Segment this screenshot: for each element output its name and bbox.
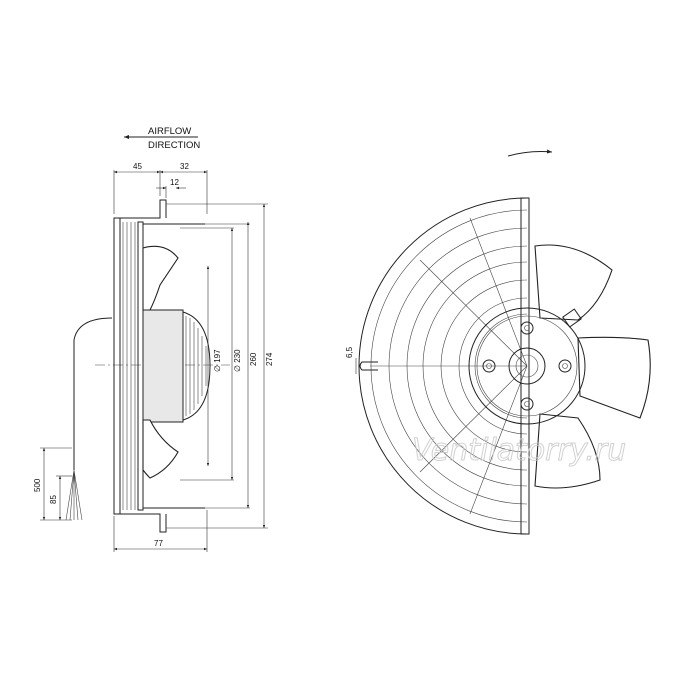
front-motor-hub [468,307,586,425]
dim-6-5: 6,5 [345,346,354,358]
dim-85: 85 [49,495,58,504]
airflow-label: AIRFLOW [148,126,191,137]
dim-274: 274 [265,352,274,366]
direction-label: DIRECTION [148,140,200,151]
front-blade-right [577,336,651,419]
side-blade-lower [142,419,179,479]
dim-45: 45 [133,162,142,171]
dim-500: 500 [33,478,42,492]
airflow-direction-indicator: AIRFLOW DIRECTION [124,126,200,151]
dim-260: 260 [249,352,258,366]
watermark: Ventilatorry.ru [412,433,626,468]
rotation-arrow [507,149,553,157]
side-blade-upper [142,245,179,311]
dim-12: 12 [170,178,179,187]
side-cable [73,317,113,470]
dim-dia-197: ∅ 197 [213,349,222,372]
dim-dia-230: ∅ 230 [233,349,242,372]
front-view: 6,5 [345,149,651,535]
front-blade-bottom [534,413,601,489]
front-guard-rings: 6,5 [345,197,530,535]
side-motor [142,309,211,423]
front-blade-top [534,244,613,321]
side-dimensions: 45 32 12 ∅ 197 ∅ 230 260 274 [33,162,274,552]
dim-77: 77 [154,539,163,548]
side-guard-grille [113,199,205,533]
side-view: 45 32 12 ∅ 197 ∅ 230 260 274 [33,162,274,552]
dim-32: 32 [180,162,189,171]
